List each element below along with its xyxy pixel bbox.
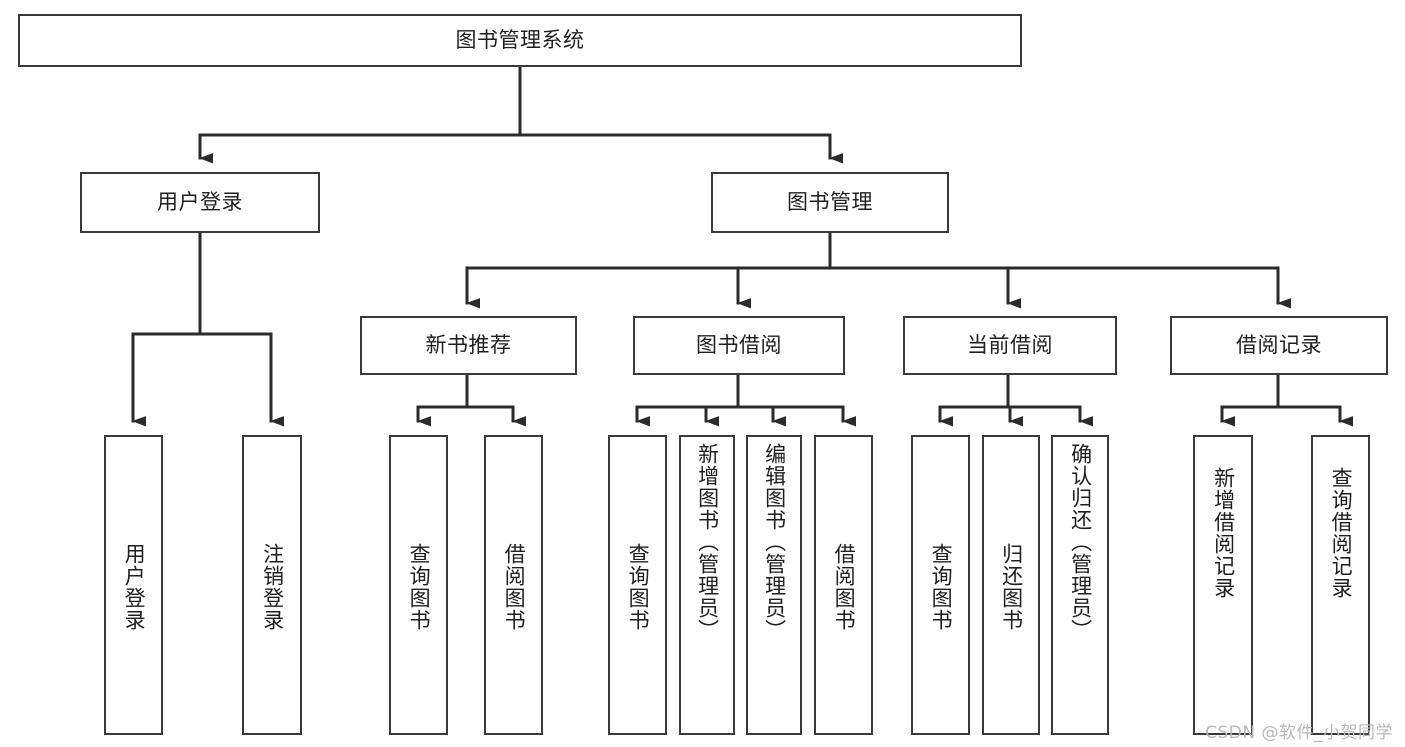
node-leaf-edit-book[interactable]: 编辑图书（管理员） [746,435,802,735]
node-leaf-return-book[interactable]: 归还图书 [982,435,1040,735]
node-leaf-add-book[interactable]: 新增图书（管理员） [679,435,735,735]
node-label: 新增图书（管理员） [695,443,720,641]
node-leaf-user-login[interactable]: 用户登录 [104,435,163,735]
node-label: 图书管理 [787,190,873,215]
node-label: 图书管理系统 [455,28,585,53]
node-leaf-add-record[interactable]: 新增借阅记录 [1193,435,1253,735]
node-label: 图书借阅 [696,333,782,358]
node-new-book-recommend[interactable]: 新书推荐 [360,316,577,375]
node-leaf-query-book-1[interactable]: 查询图书 [389,435,448,735]
node-label: 编辑图书（管理员） [762,443,787,641]
watermark-text: CSDN @软件_小贺同学 [1205,723,1393,743]
node-leaf-borrow-book-1[interactable]: 借阅图书 [484,435,543,735]
node-leaf-borrow-book-2[interactable]: 借阅图书 [814,435,873,735]
node-label: 用户登录 [122,543,147,631]
node-label: 借阅图书 [502,543,527,631]
node-user-login[interactable]: 用户登录 [80,172,320,233]
node-label: 用户登录 [157,190,243,215]
node-borrow-record[interactable]: 借阅记录 [1170,316,1388,375]
node-label: 归还图书 [999,543,1024,631]
node-leaf-confirm-return[interactable]: 确认归还（管理员） [1051,435,1109,735]
node-label: 查询图书 [929,543,954,631]
node-root-system[interactable]: 图书管理系统 [18,14,1022,67]
node-current-borrow[interactable]: 当前借阅 [903,316,1117,375]
node-leaf-query-book-2[interactable]: 查询图书 [608,435,667,735]
node-label: 借阅图书 [832,543,857,631]
node-label: 新书推荐 [425,333,512,358]
node-label: 查询借阅记录 [1329,467,1354,599]
node-label: 查询图书 [407,543,432,631]
node-label: 确认归还（管理员） [1068,443,1093,641]
node-label: 注销登录 [260,543,285,631]
node-label: 新增借阅记录 [1211,467,1236,599]
node-label: 查询图书 [626,543,651,631]
node-leaf-query-book-3[interactable]: 查询图书 [911,435,970,735]
node-label: 借阅记录 [1236,333,1322,358]
node-label: 当前借阅 [967,333,1053,358]
node-leaf-query-record[interactable]: 查询借阅记录 [1311,435,1370,735]
node-book-borrow[interactable]: 图书借阅 [633,316,845,375]
node-leaf-logout[interactable]: 注销登录 [242,435,302,735]
node-book-management[interactable]: 图书管理 [711,172,949,233]
